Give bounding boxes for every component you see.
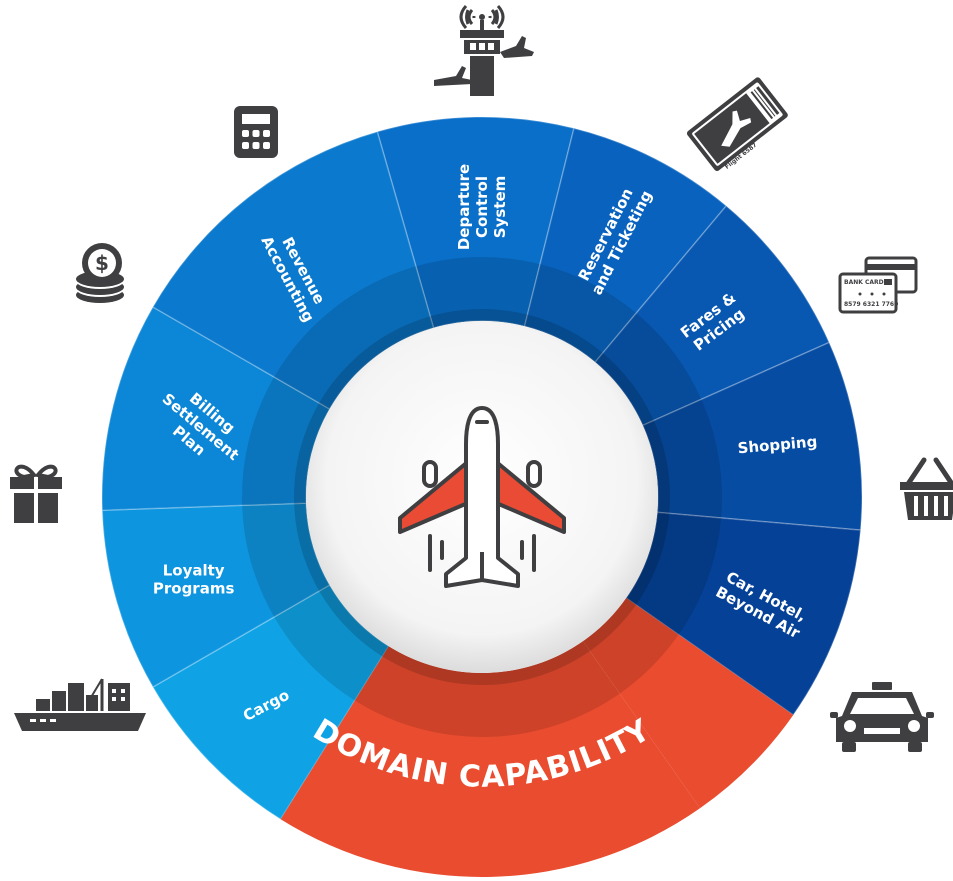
taxi-icon	[830, 682, 934, 752]
segment-cargo-inner-band	[274, 585, 389, 701]
segment-label-line: System	[491, 176, 509, 238]
domain-capability-segment	[280, 597, 794, 877]
segment-loyalty-inner-band	[242, 503, 330, 617]
shopping-basket-icon	[900, 457, 953, 520]
segment-departure-inner-band	[415, 256, 541, 328]
calculator-icon	[234, 106, 278, 158]
control-tower-icon	[434, 4, 534, 96]
segment-revenue-inner-band	[274, 266, 434, 409]
segment-label-departure: DepartureControlSystem	[455, 164, 509, 250]
flight-ticket-icon: Flight 6587	[686, 77, 788, 172]
segment-billing-inner-band	[241, 377, 330, 506]
domain-capability-block	[280, 641, 700, 877]
airplane-icon	[398, 406, 566, 588]
segment-label-line: Control	[473, 176, 491, 238]
svg-text:$: $	[95, 251, 109, 275]
segment-reservation-inner-band	[524, 264, 637, 363]
segment-fares-inner-band	[595, 313, 702, 426]
card-number: 8579 6321 7760	[844, 301, 898, 308]
capability-segments	[101, 116, 863, 821]
coins-icon: $	[76, 243, 124, 303]
center-shadow-ring	[294, 309, 670, 685]
card-title: BANK CARD	[844, 279, 884, 286]
domain-capability-inner-band	[354, 641, 620, 738]
segment-shopping-inner-band	[642, 399, 723, 518]
bank-card-icon: BANK CARD 8579 6321 7760	[838, 256, 918, 314]
domain-capability-extension-band	[582, 597, 679, 694]
segment-label-line: Loyalty	[163, 562, 225, 580]
gift-icon	[10, 464, 62, 523]
segment-car-inner-band	[626, 512, 722, 635]
inner-ring	[294, 309, 670, 685]
segment-label-line: Departure	[455, 164, 473, 250]
domain-capability-block-extension	[582, 597, 794, 809]
cargo-ship-icon	[14, 678, 146, 731]
segment-label-line: Programs	[153, 580, 235, 598]
